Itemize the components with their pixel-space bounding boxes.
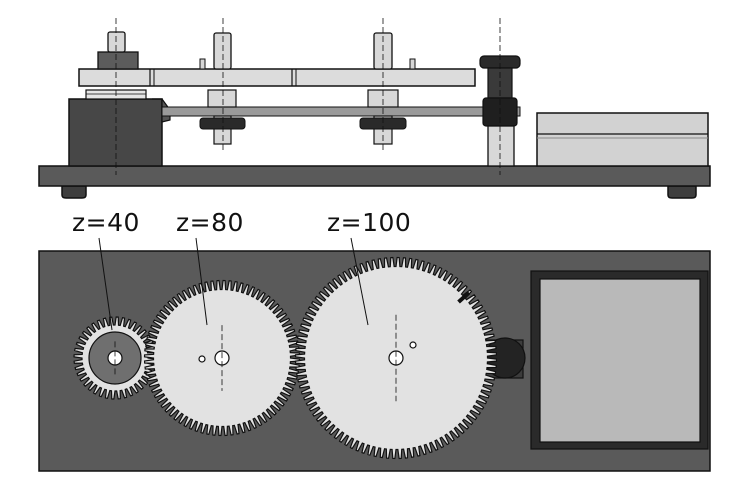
gear-z100 [294,256,498,460]
gear-z40-label: z=40 [72,208,140,237]
belt-side [161,106,521,117]
gear-z80-leader [195,237,208,326]
left-foot [61,185,87,199]
motor-block-side [68,98,163,167]
gear-z100-label: z=100 [327,208,411,237]
gear-z40 [73,316,157,400]
gears-layer [73,256,498,460]
gear-z80 [143,279,301,437]
side-view [38,18,711,199]
top-bar-side [78,68,476,87]
gear-z100-pin-hole [409,341,417,349]
right-foot [667,185,697,199]
top-view: z=40 z=80 z=100 [38,208,711,472]
display-box-side [536,112,709,167]
display-screen [539,278,701,443]
base-plate-side [38,165,711,187]
gear-z100-leader [350,237,369,326]
gear-z80-pin-hole [198,355,206,363]
gear-z40-leader [98,237,113,331]
gear-z100-index-marker [457,291,471,304]
gear-z80-label: z=80 [176,208,244,237]
